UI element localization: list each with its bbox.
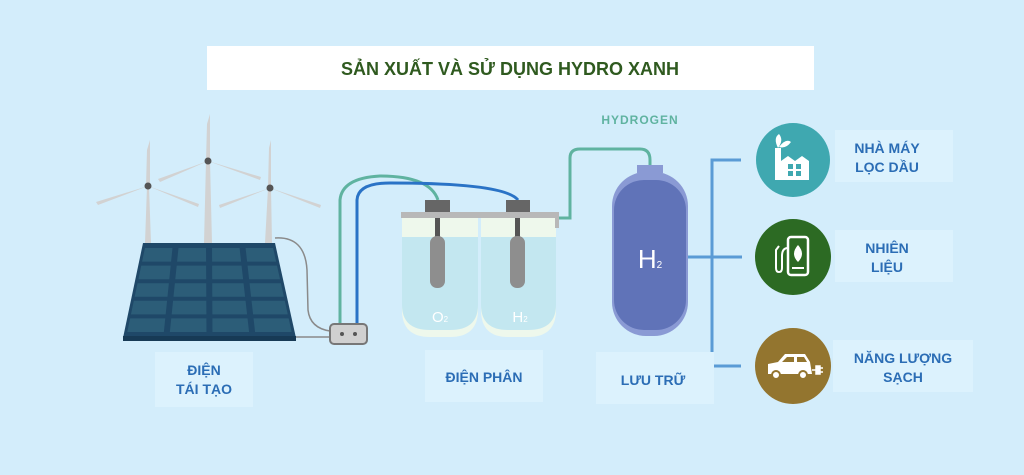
power-connector-icon: [329, 323, 368, 345]
label-backgrounds: [155, 130, 973, 407]
solar-cell: [127, 318, 166, 332]
solar-cell: [247, 265, 281, 280]
oxygen-label: O2: [432, 309, 449, 326]
title-box: [207, 46, 814, 90]
solar-cell: [212, 248, 242, 262]
solar-cell: [171, 300, 207, 315]
solar-cell: [212, 265, 244, 280]
solar-cell: [142, 248, 173, 262]
solar-cell: [212, 300, 248, 315]
page-title: SẢN XUẤT VÀ SỬ DỤNG HYDRO XANH: [341, 58, 679, 79]
hydrogen-pipe: [559, 147, 652, 220]
solar-cell: [130, 300, 168, 315]
factory-leaf-icon: [756, 123, 830, 197]
power-pipe: [355, 181, 520, 324]
hydrogen-label: H2: [512, 309, 528, 326]
solar-cell: [245, 248, 277, 262]
solar-cell: [134, 283, 169, 297]
solar-cell: [173, 283, 207, 297]
electric-car-icon: [755, 328, 831, 404]
solar-cell: [212, 318, 250, 332]
solar-cell: [138, 265, 171, 280]
hydrogen-pipe-label: HYDROGEN: [601, 113, 678, 127]
solar-cell: [249, 283, 284, 297]
solar-cell: [175, 265, 207, 280]
solar-panel-icon: [123, 243, 296, 341]
fuel-pump-leaf-icon: [755, 219, 831, 295]
solar-cell: [251, 300, 288, 315]
wind-turbines-icon: [96, 114, 321, 243]
electrolyzer: [401, 200, 559, 337]
solar-cell: [212, 283, 246, 297]
solar-cell: [169, 318, 207, 332]
power-cable: [274, 237, 331, 338]
electrolysis-label: ĐIỆN PHÂN: [445, 368, 522, 385]
oxygen-pipe: [338, 174, 440, 324]
hydrogen-storage-tank: [612, 165, 688, 336]
solar-cell: [253, 318, 292, 332]
storage-label: LƯU TRỮ: [621, 371, 686, 388]
distribution-bracket: [688, 158, 742, 368]
solar-cell: [177, 248, 207, 262]
storage-tank-label: H2: [638, 244, 663, 274]
